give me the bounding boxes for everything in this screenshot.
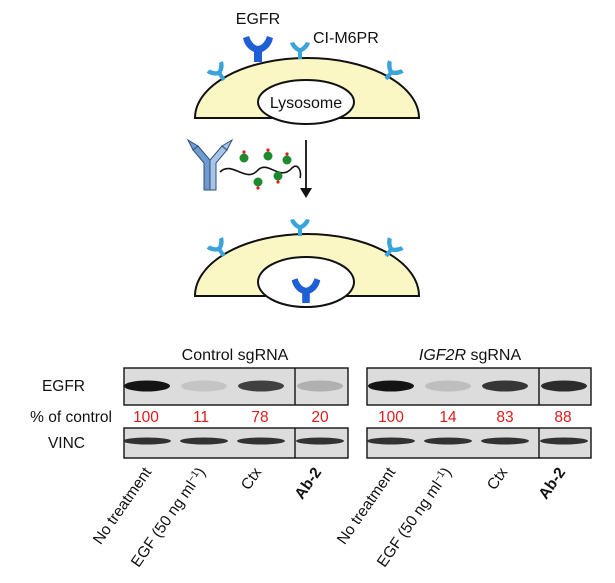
lane-label: Ab-2 — [536, 465, 570, 503]
lane-label: No treatment — [334, 464, 400, 548]
percent-value: 88 — [554, 409, 571, 426]
panel-title-control: Control sgRNA — [182, 347, 289, 364]
lane-label: Ab-2 — [292, 465, 326, 503]
blot-band — [482, 380, 528, 392]
percent-value: 78 — [251, 409, 268, 426]
percent-value: 14 — [439, 409, 457, 426]
percent-value: 20 — [311, 409, 329, 426]
blot-band — [297, 380, 343, 392]
lane-label: Ctx — [238, 464, 265, 493]
percent-value: 100 — [378, 409, 404, 426]
lane-labels: No treatment EGF (50 ng ml−1) Ctx Ab-2 N… — [90, 464, 569, 570]
blot-band — [181, 380, 227, 392]
glycopolymer-chain — [219, 165, 302, 179]
schematic-bottom — [193, 219, 421, 308]
panel-title-igf2r: IGF2R sgRNA — [419, 347, 522, 364]
blot-band — [238, 380, 284, 392]
row-label-percent-control: % of control — [30, 409, 112, 426]
blot-band — [481, 437, 529, 445]
antibody-icon — [186, 138, 234, 191]
percent-value: 83 — [496, 409, 513, 426]
treatment-step — [186, 138, 312, 198]
lysosome-top — [257, 79, 355, 125]
percent-value: 100 — [133, 409, 159, 426]
lane-label: Ctx — [484, 464, 511, 493]
blot-band — [124, 380, 170, 392]
blot-band — [368, 380, 414, 392]
row-label-vinc: VINC — [48, 435, 85, 452]
blot-band — [540, 437, 588, 445]
blot-band — [123, 437, 171, 445]
western-blot: EGFR % of control VINC Control sgRNA IGF… — [30, 347, 592, 570]
egfr-receptor-icon — [243, 36, 273, 62]
lysosome-bottom — [257, 256, 355, 308]
cim6pr-receptor-icon — [290, 42, 310, 59]
m6p-ligand-icons — [239, 148, 292, 190]
blot-band — [180, 437, 228, 445]
blot-band — [424, 437, 472, 445]
arrowhead-icon — [300, 188, 312, 198]
percent-value: 11 — [193, 409, 209, 426]
cim6pr-label: CI-M6PR — [313, 30, 379, 47]
lysosome-label: Lysosome — [270, 95, 342, 112]
schematic-top: Lysosome EGFR CI-M6PR — [193, 11, 421, 125]
egfr-label: EGFR — [236, 11, 280, 28]
blot-band — [237, 437, 285, 445]
blot-band — [541, 380, 587, 392]
row-label-egfr: EGFR — [42, 378, 85, 395]
blot-band — [367, 437, 415, 445]
blot-band — [296, 437, 344, 445]
blot-band — [425, 380, 471, 392]
